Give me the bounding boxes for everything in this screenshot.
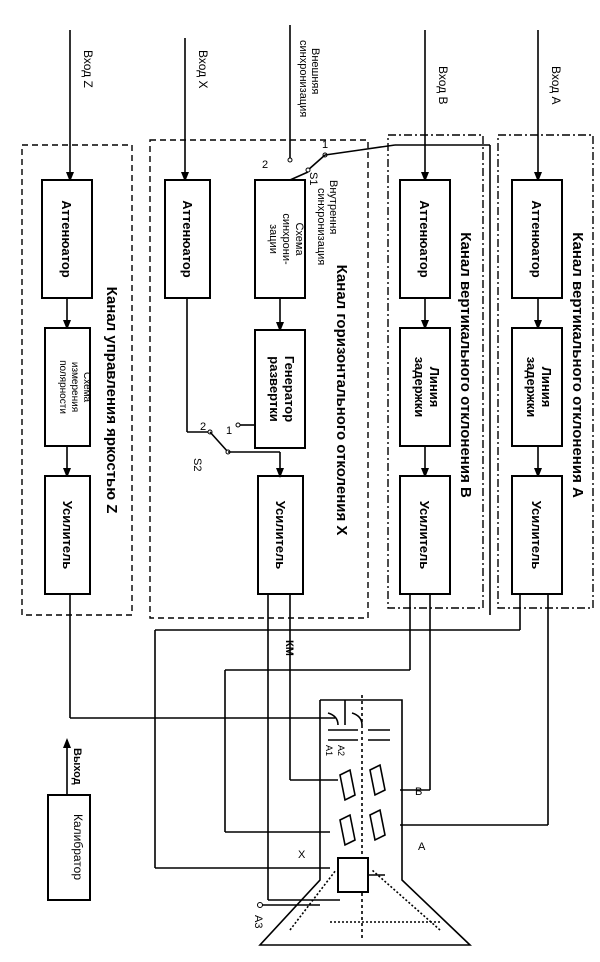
s1-label: S1 [307, 172, 319, 185]
x-amplifier-label: Усилитель [273, 501, 288, 570]
a-attenuator-block [511, 179, 563, 299]
km-label: КМ [283, 640, 295, 656]
b-amplifier-block [399, 475, 451, 595]
b-attenuator-label: Аттенюатор [417, 200, 432, 278]
ext-sync-label-1: Внешняя [309, 48, 321, 94]
b-delay-label-1: Линия [427, 367, 442, 408]
a1-label: А1 [324, 745, 334, 756]
x-amplifier-block [257, 475, 304, 595]
crt-anode-box [337, 857, 369, 893]
calibrator-label: Калибратор [71, 814, 85, 880]
a3-label: А3 [252, 915, 264, 928]
z-amplifier-block [44, 475, 91, 595]
a-delay-label-1: Линия [539, 367, 554, 408]
x-channel-frame [149, 139, 369, 619]
sync-label-2: синхрони- [280, 213, 292, 265]
a-channel-title: Канал вертикального отклонения А [569, 232, 586, 498]
z-attenuator-block [41, 179, 93, 299]
b-delay-block [399, 327, 451, 447]
y-plate-1 [369, 763, 386, 797]
x-channel-title: Канал горизонтального отколения X [333, 265, 350, 536]
generator-label-2: развертки [267, 356, 282, 421]
s2-pos2-label: 2 [200, 421, 206, 433]
int-sync-label-1: Внутрення [327, 180, 339, 234]
sync-block [254, 179, 306, 299]
polarity-label-1: Схема [81, 372, 92, 403]
b-channel-title: Канал вертикального отклонения В [457, 232, 474, 498]
b-plate-label: В [415, 786, 422, 798]
z-amplifier-label: Усилитель [60, 501, 75, 570]
crt-tube [258, 699, 472, 946]
polarity-label-3: полярности [57, 360, 68, 414]
input-z-label: Вход Z [81, 50, 95, 88]
polarity-block [44, 327, 91, 447]
input-a-label: Вход А [549, 66, 563, 104]
polarity-label-2: измерения [69, 362, 80, 412]
output-label: Выход [71, 748, 83, 785]
b-amplifier-label: Усилитель [417, 501, 432, 570]
x-attenuator-label: Аттенюатор [180, 200, 195, 278]
sync-label-3: зации [267, 224, 279, 254]
calibrator-block [47, 794, 91, 901]
a-delay-block [511, 327, 563, 447]
y-plate-2 [369, 808, 386, 842]
x-attenuator-block [164, 179, 211, 299]
x-plate-2 [339, 813, 356, 847]
z-attenuator-label: Аттенюатор [59, 200, 74, 278]
a-delay-label-2: задержки [524, 357, 539, 418]
z-channel-frame [21, 144, 133, 616]
x-plate-label: X [298, 849, 306, 861]
sweep-generator-block [254, 329, 306, 449]
s1-pos2-label: 2 [262, 159, 268, 171]
a-amplifier-label: Усилитель [529, 501, 544, 570]
b-delay-label-2: задержки [412, 357, 427, 418]
b-channel-frame [387, 134, 484, 609]
a-attenuator-label: Аттенюатор [529, 200, 544, 278]
sync-label-1: Схема [293, 222, 305, 256]
s1-pos1-label: 1 [322, 139, 328, 151]
a-channel-frame [497, 134, 594, 609]
s2-label: S2 [191, 458, 203, 471]
input-x-label: Вход X [196, 50, 210, 88]
x-plate-1 [339, 768, 356, 802]
generator-label-1: Генератор [282, 356, 297, 422]
s2-pos1-label: 1 [226, 425, 232, 437]
ext-sync-label-2: синхронизация [297, 40, 309, 117]
a2-label: А2 [336, 745, 346, 756]
a-plate-label: А [418, 841, 426, 853]
input-b-label: Вход В [436, 66, 450, 104]
z-channel-title: Канал управления яркостью Z [103, 287, 120, 514]
a-amplifier-block [511, 475, 563, 595]
int-sync-label-2: синхронизация [315, 188, 327, 265]
